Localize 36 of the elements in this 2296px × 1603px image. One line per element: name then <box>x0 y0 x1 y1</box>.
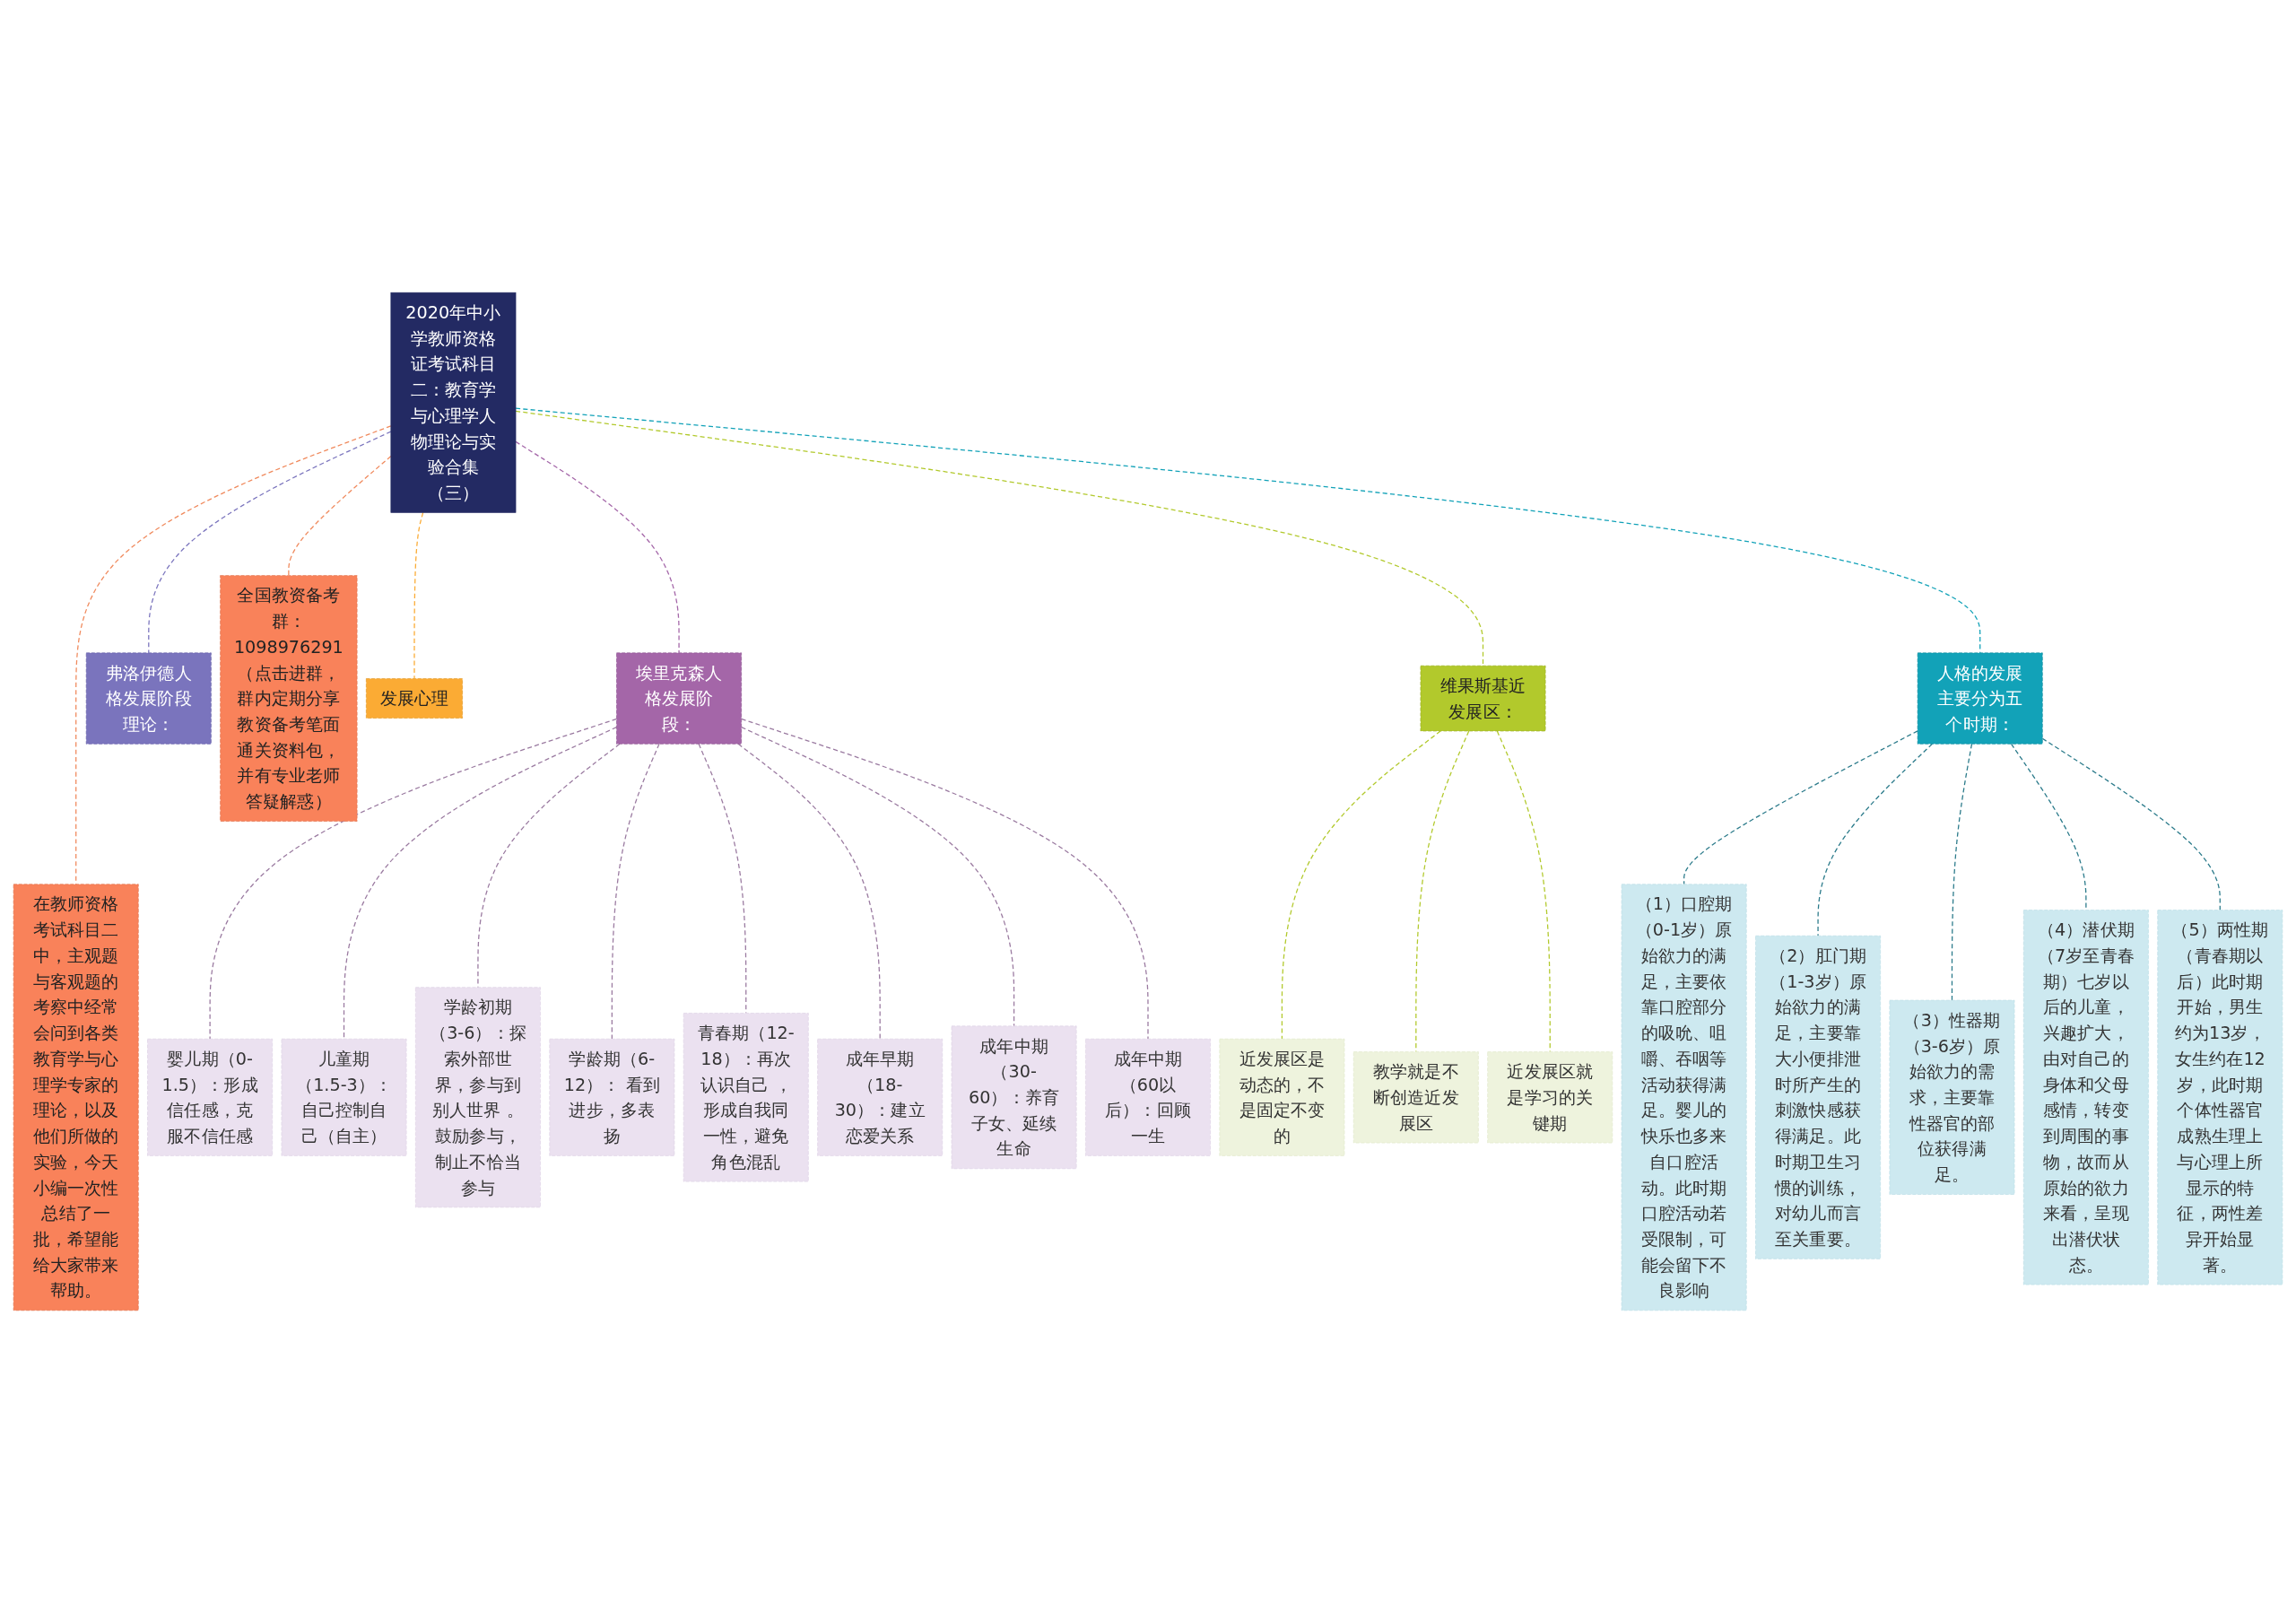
node-box: 近发展区是动态的，不是固定不变的 <box>1219 1038 1345 1156</box>
node-box: 婴儿期（0-1.5）：形成信任感，克服不信任感 <box>147 1038 274 1156</box>
connector <box>2041 737 2221 911</box>
connector <box>1281 730 1441 1040</box>
node-box: 成年中期（60以后）：回顾一生 <box>1085 1038 1211 1156</box>
connector <box>515 407 1981 654</box>
node-box: 在教师资格考试科目二中，主观题与客观题的考察中经常会问到各类教育学与心理学专家的理论，以及他们所做的实验，今天小编一次性总结了一批，希望能给大家带来帮助。 <box>13 884 139 1311</box>
node-box: 维果斯基近发展区： <box>1420 665 1546 732</box>
node-box: 人格的发展主要分为五个时期： <box>1917 652 2043 745</box>
connector <box>1951 743 1973 1001</box>
node-box: （5）两性期（青春期以后）此时期开始，男生约为13岁，女生约在12岁，此时期个体性器官成熟生理上与心理上所显示的特征，两性差异开始显著。 <box>2157 910 2283 1285</box>
connector <box>1683 730 1918 885</box>
node-box: 2020年中小学教师资格证考试科目二：教育学与心理学人物理论与实验合集（三） <box>390 292 517 513</box>
connector <box>209 718 618 1040</box>
node-box: 发展心理 <box>366 678 463 719</box>
connector <box>515 410 1484 666</box>
node-box: 学龄初期（3-6）：探索外部世界，参与到别人世界 。鼓励参与，制止不恰当参与 <box>415 987 541 1208</box>
node-box: 儿童期（1.5-3）：自己控制自己（自主） <box>281 1038 407 1156</box>
node-box: （3）性器期（3-6岁）原始欲力的需求，主要靠性器官的部位获得满足。 <box>1889 999 2015 1195</box>
connector <box>741 718 1149 1040</box>
node-box: 青春期（12-18）：再次认识自己 ，形成自我同一性，避免角色混乱 <box>683 1013 809 1182</box>
node-box: 弗洛伊德人格发展阶段理论： <box>85 652 212 745</box>
node-box: 近发展区就是学习的关键期 <box>1487 1051 1613 1144</box>
connector <box>148 431 392 654</box>
node-box: （4）潜伏期（7岁至青春期）七岁以后的儿童，兴趣扩大，由对自己的身体和父母感情，转变到周围的事物，故而从原始的欲力来看，呈现出潜伏状态。 <box>2022 910 2149 1285</box>
node-box: （1）口腔期（0-1岁）原始欲力的满足，主要依靠口腔部分的吸吮、咀嚼、吞咽等活动获得满足。婴儿的快乐也多来自口腔活动。此时期口腔活动若受限制，可能会留下不良影响 <box>1621 884 1747 1311</box>
connector <box>737 743 881 1040</box>
node-box: 埃里克森人格发展阶段： <box>616 652 742 745</box>
node-box: 成年早期（18-30）：建立恋爱关系 <box>817 1038 944 1156</box>
connector <box>413 511 424 680</box>
connector <box>515 440 680 654</box>
node-box: 学龄期（6-12）： 看到进步，多表扬 <box>549 1038 675 1156</box>
node-box: 教学就是不断创造近发展区 <box>1352 1051 1479 1144</box>
node-box: （2）肛门期（1-3岁）原始欲力的满足，主要靠大小便排泄时所产生的刺激快感获得满足。此时期卫生习惯的训练，对幼儿而言至关重要。 <box>1755 935 1881 1259</box>
node-box: 成年中期（30-60）：养育子女、延续生命 <box>951 1025 1077 1170</box>
node-box: 全国教资备考群：1098976291（点击进群，群内定期分享教资备考笔面通关资料包，并有专业老师答疑解惑） <box>220 575 358 822</box>
